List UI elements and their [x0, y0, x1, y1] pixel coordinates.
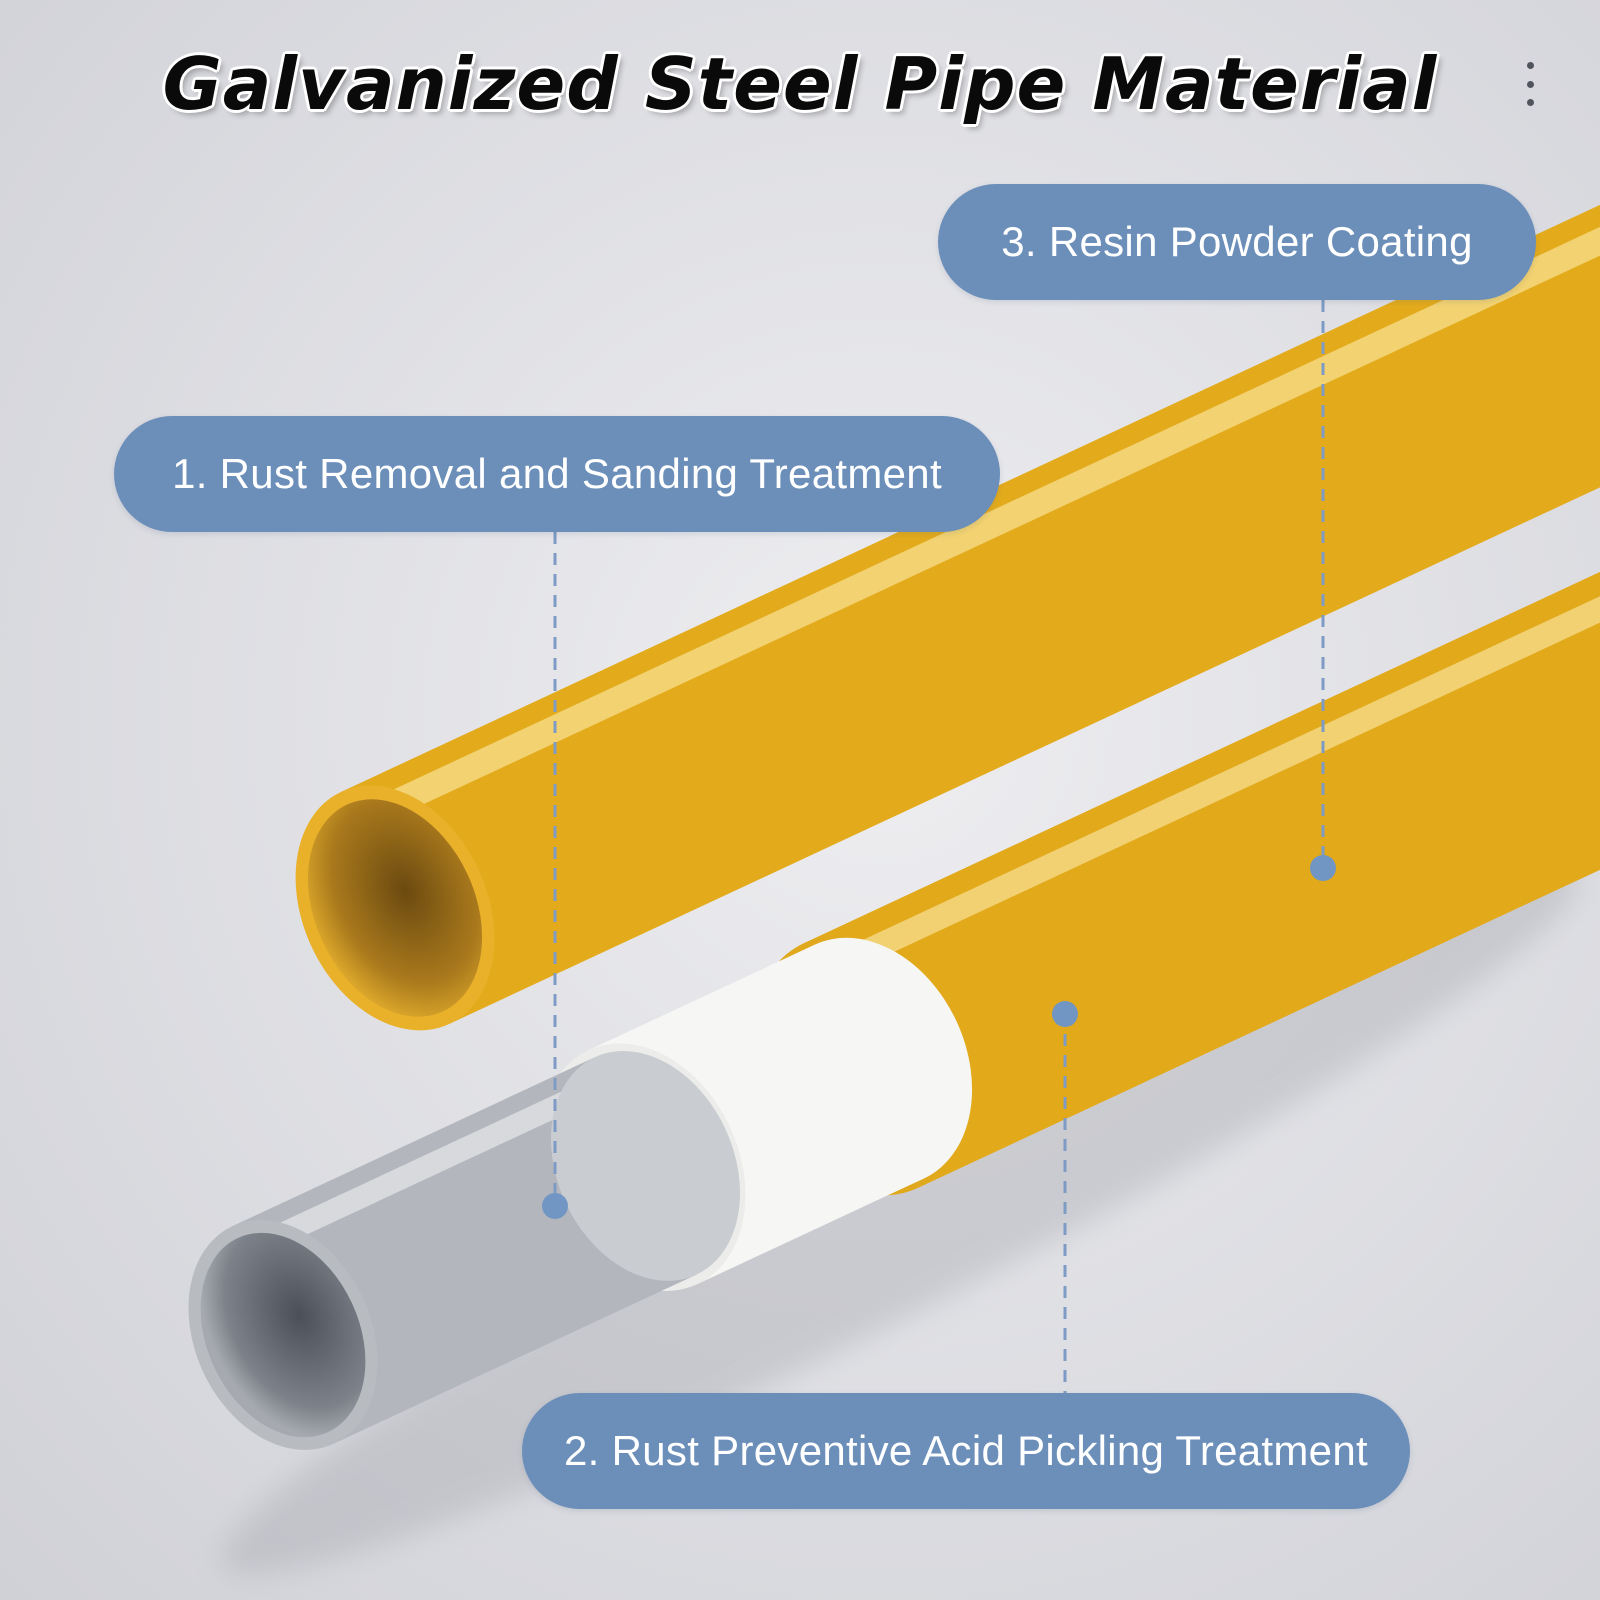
upper-yellow-pipe — [295, 200, 1600, 1031]
callout-step1: 1. Rust Removal and Sanding Treatment — [114, 416, 1000, 532]
menu-dot — [1526, 99, 1534, 106]
menu-dot — [1526, 80, 1534, 88]
callout-step3: 3. Resin Powder Coating — [938, 184, 1536, 300]
page-title: Galvanized Steel Pipe Material — [162, 42, 1438, 126]
marker-dot-step2 — [1052, 1001, 1078, 1027]
menu-dot — [1526, 62, 1534, 69]
callout-step2: 2. Rust Preventive Acid Pickling Treatme… — [522, 1393, 1410, 1509]
front-layered-pipe — [188, 563, 1600, 1450]
marker-dot-step3 — [1310, 855, 1336, 881]
marker-dot-step1 — [542, 1193, 568, 1219]
more-vertical-icon[interactable] — [1520, 62, 1540, 106]
